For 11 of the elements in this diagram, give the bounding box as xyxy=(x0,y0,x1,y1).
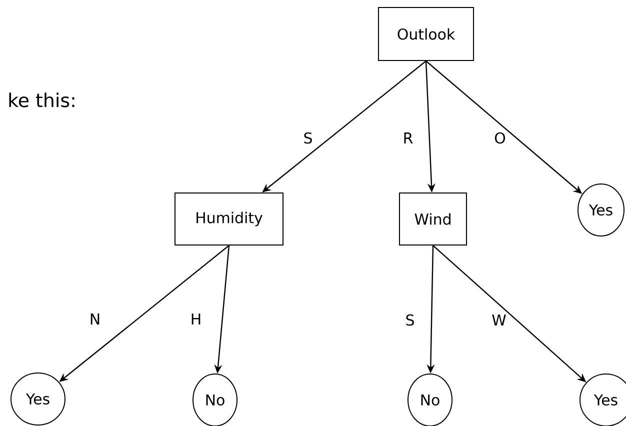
edge-label: N xyxy=(88,312,102,326)
edge-label: S xyxy=(302,131,314,145)
edge-label: R xyxy=(402,132,414,144)
decision-box: Humidity xyxy=(174,192,284,246)
edge-label: O xyxy=(493,131,507,145)
edge-label: S xyxy=(404,313,416,327)
decision-box: Outlook xyxy=(378,7,474,61)
edge-label: W xyxy=(490,314,508,326)
text-fragment: ke this: xyxy=(9,92,74,108)
edge-label: H xyxy=(189,312,203,326)
decision-box: Wind xyxy=(399,192,467,246)
